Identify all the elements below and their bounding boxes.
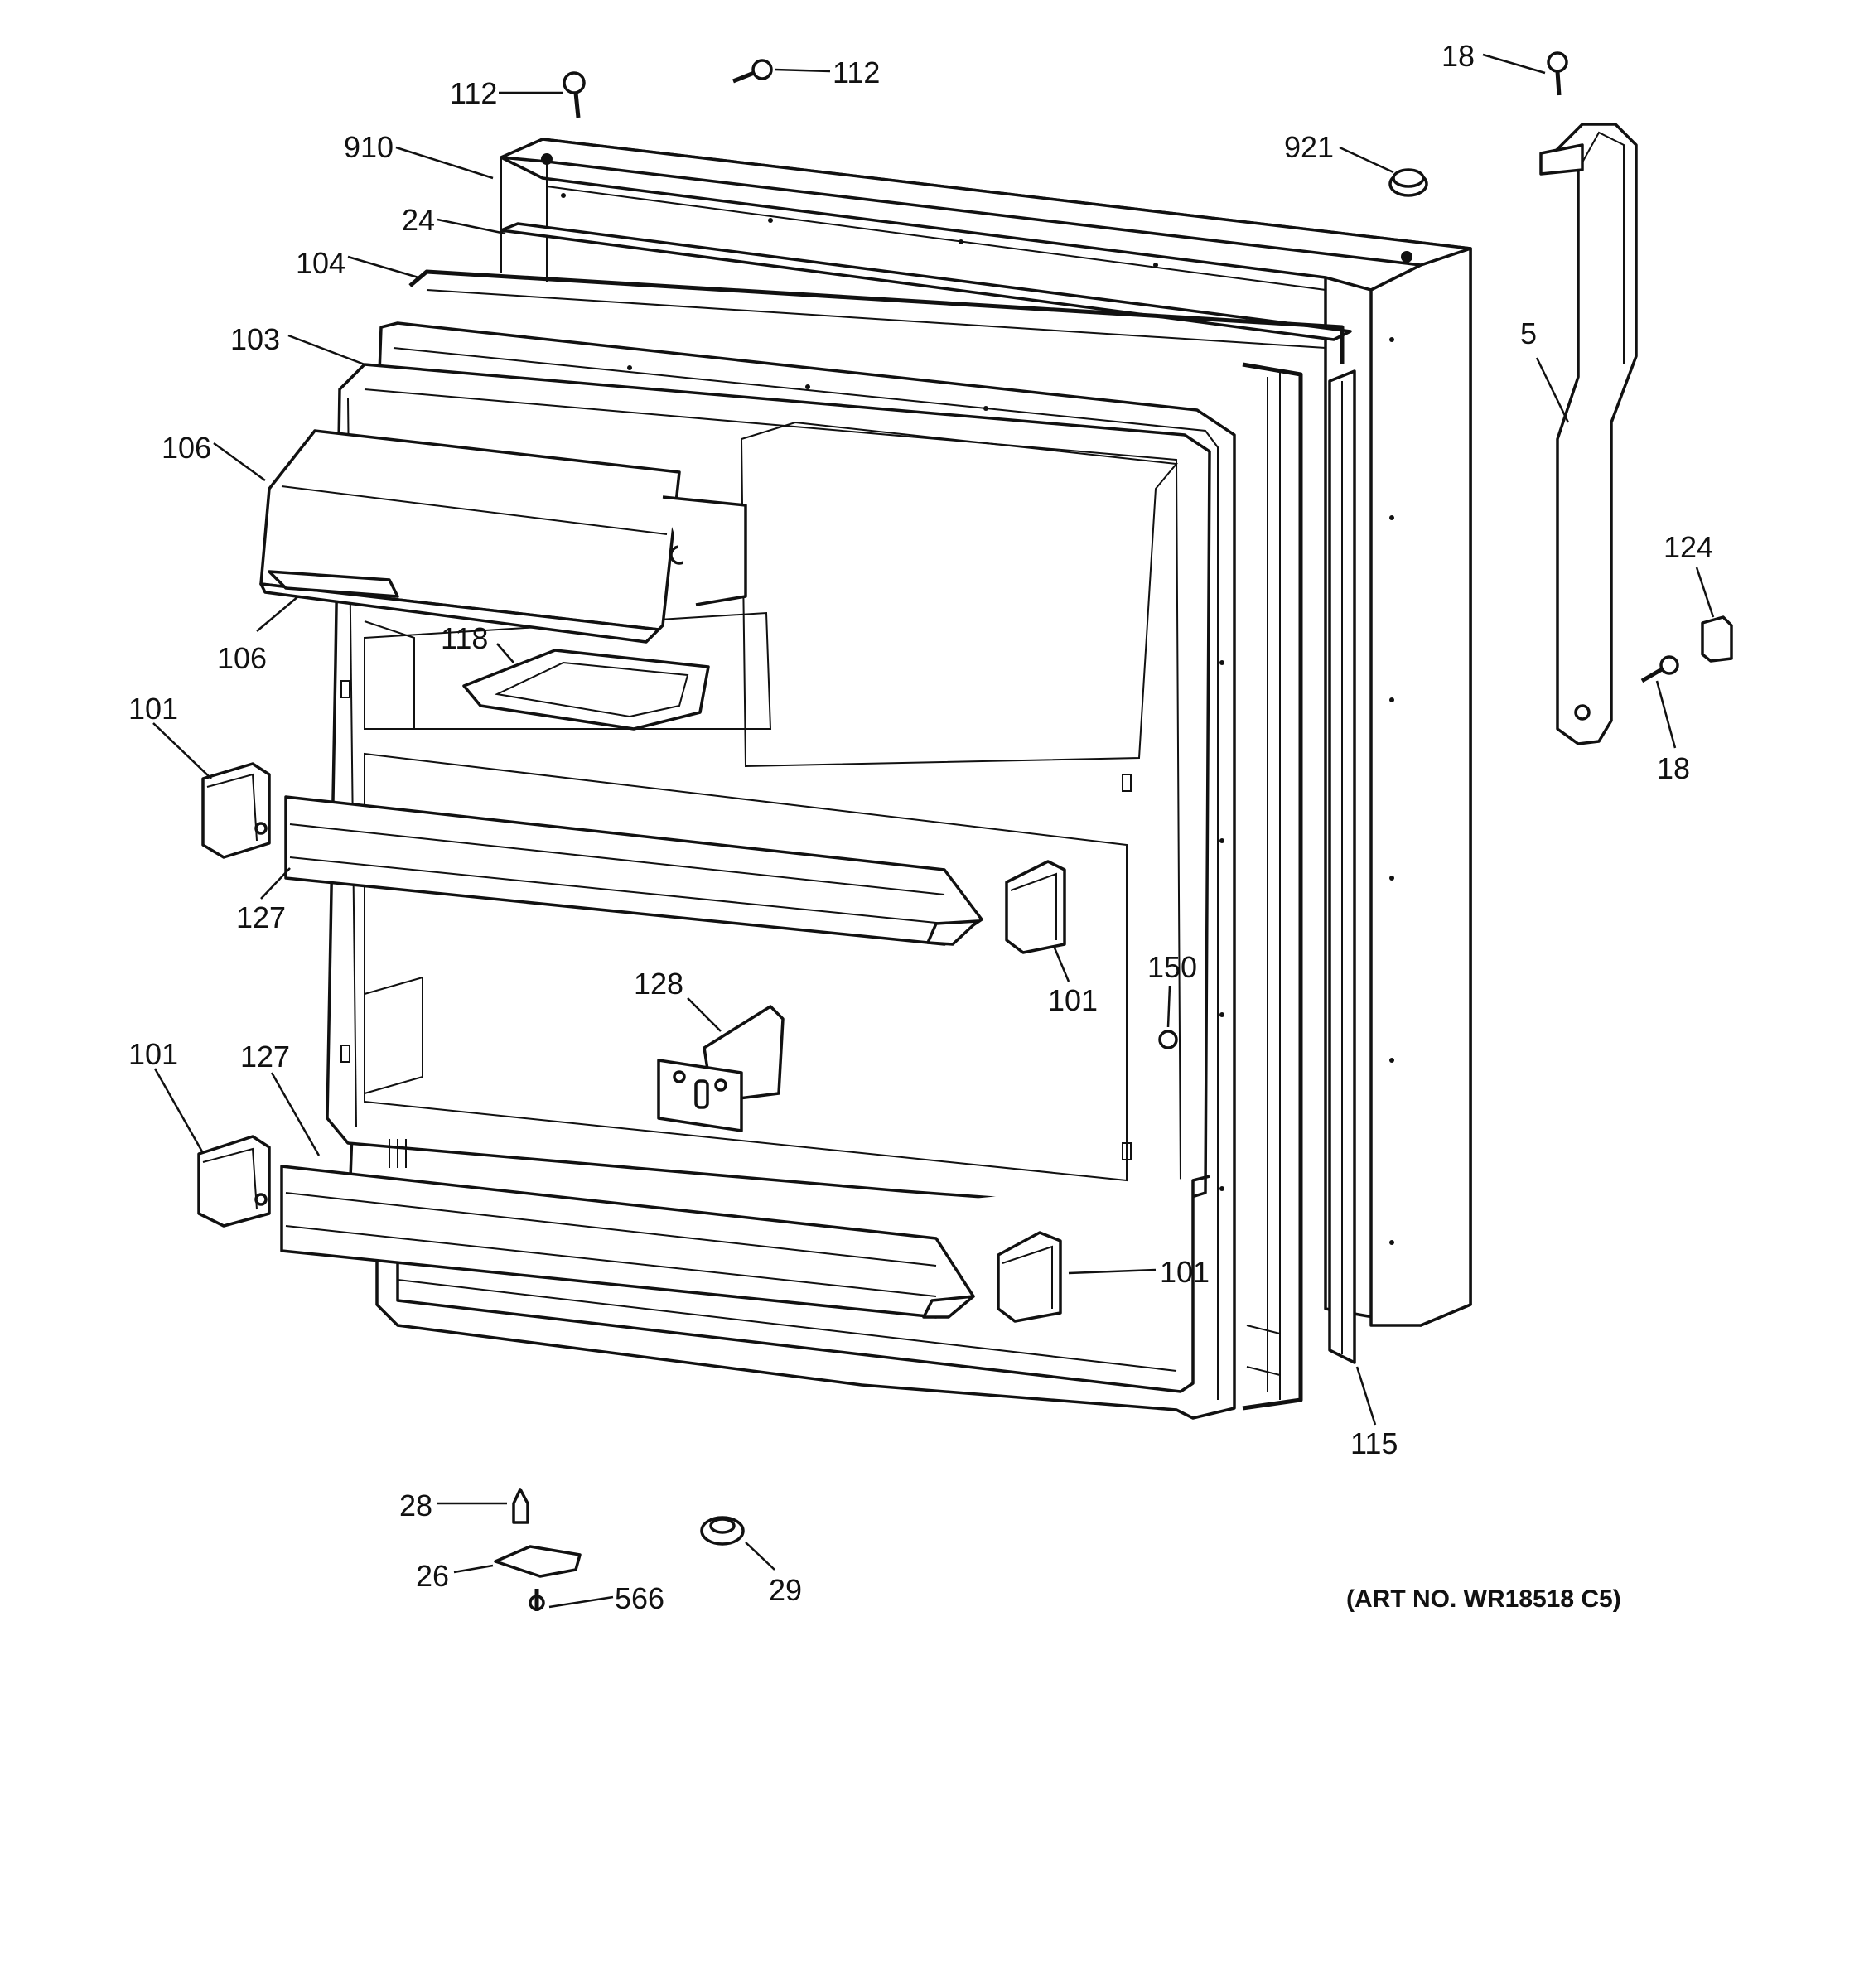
plug-921 [1388, 168, 1428, 197]
callout-18-handle: 18 [1657, 751, 1690, 785]
art-number: (ART NO. WR18518 C5) [1346, 1585, 1621, 1613]
callout-910: 910 [344, 130, 394, 164]
screw-566 [529, 1589, 545, 1611]
door-handle [1539, 123, 1638, 746]
callout-103: 103 [230, 322, 280, 356]
screw-18-handle [1640, 655, 1679, 683]
callout-29: 29 [769, 1573, 802, 1607]
screw-112-side [732, 59, 773, 84]
screw-112-top [563, 71, 586, 118]
dairy-compartment-door [259, 429, 747, 644]
callout-112-top: 112 [450, 76, 497, 110]
callout-24: 24 [402, 203, 435, 237]
callout-106-bottom: 106 [217, 641, 267, 675]
can-rack-bracket [657, 1005, 785, 1132]
shelf-rail-upper [284, 795, 983, 946]
callout-115: 115 [1350, 1426, 1398, 1460]
outer-door-panel [500, 138, 1472, 1327]
callout-5: 5 [1520, 316, 1537, 350]
callout-127-upper: 127 [236, 900, 286, 934]
shelf-support-lower-left [197, 1135, 271, 1228]
callout-150: 150 [1147, 950, 1197, 984]
callout-101-upper-left: 101 [128, 692, 178, 726]
screw-150 [1158, 1030, 1178, 1049]
bushing-29 [700, 1516, 745, 1546]
callout-921: 921 [1284, 130, 1334, 164]
callout-101-lower-left: 101 [128, 1037, 178, 1071]
callout-28: 28 [399, 1489, 432, 1522]
callout-112-side: 112 [833, 55, 880, 89]
callout-106-top: 106 [162, 431, 211, 465]
shelf-support-upper-left [201, 762, 271, 859]
leader-lines [152, 53, 1715, 1609]
egg-tray [462, 649, 710, 731]
pin-28 [512, 1488, 529, 1524]
callout-566: 566 [615, 1581, 664, 1615]
callout-104: 104 [296, 246, 345, 280]
door-gasket [408, 269, 1345, 1411]
screw-18-top [1547, 51, 1568, 96]
callout-26: 26 [416, 1559, 449, 1593]
shelf-rail-lower [280, 1165, 975, 1319]
callout-101-lower-right: 101 [1160, 1255, 1210, 1289]
breaker-strip-top [500, 222, 1352, 341]
callout-124: 124 [1664, 530, 1713, 564]
hinge-plate-26 [494, 1545, 582, 1578]
callout-127-lower: 127 [240, 1040, 290, 1074]
callout-118: 118 [441, 621, 488, 655]
callout-18-top: 18 [1441, 39, 1475, 73]
callout-101-upper-right: 101 [1048, 983, 1098, 1017]
gasket-strip-vertical [1328, 369, 1356, 1364]
hinge-cover-124 [1701, 615, 1733, 663]
callout-labels: 112 112 18 910 921 24 104 103 5 106 106 … [128, 39, 1713, 1615]
callout-128: 128 [634, 967, 683, 1001]
shelf-support-upper-right [1005, 860, 1066, 954]
shelf-support-lower-right [997, 1231, 1062, 1323]
